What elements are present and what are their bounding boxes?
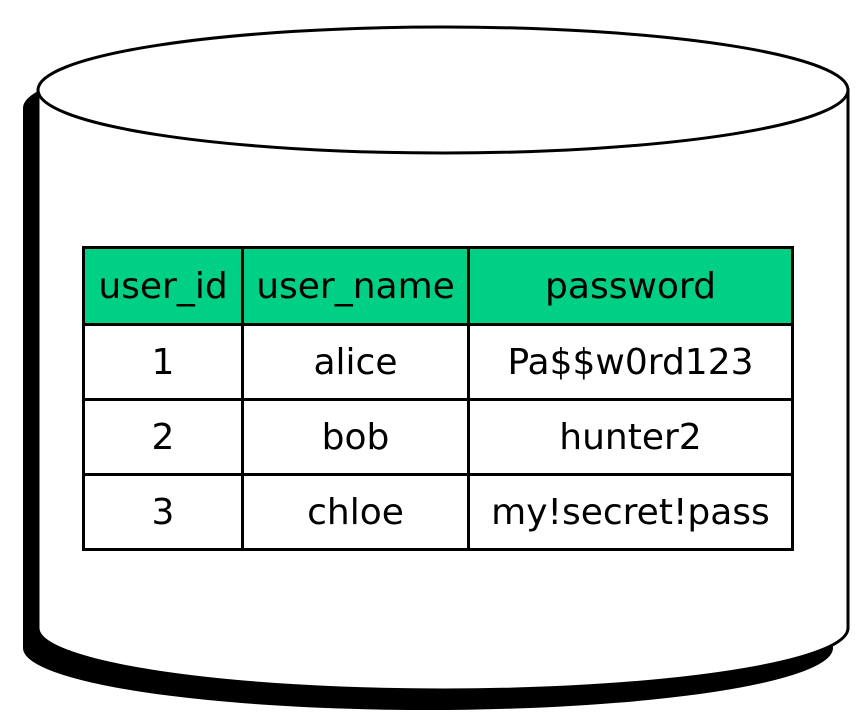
table-header-row: user_id user_name password xyxy=(82,246,794,326)
users-table: user_id user_name password 1 alice Pa$$w… xyxy=(82,246,794,551)
cell-password: Pa$$w0rd123 xyxy=(467,323,794,401)
column-header-user-id: user_id xyxy=(82,246,244,326)
cell-user-name: bob xyxy=(241,398,470,476)
cell-user-id: 3 xyxy=(82,473,244,551)
cell-password: hunter2 xyxy=(467,398,794,476)
column-header-user-name: user_name xyxy=(241,246,470,326)
column-header-password: password xyxy=(467,246,794,326)
cell-password: my!secret!pass xyxy=(467,473,794,551)
cell-user-id: 2 xyxy=(82,398,244,476)
table-row: 1 alice Pa$$w0rd123 xyxy=(82,323,794,401)
cylinder-top xyxy=(36,25,850,155)
cell-user-name: chloe xyxy=(241,473,470,551)
table-row: 3 chloe my!secret!pass xyxy=(82,473,794,551)
table-row: 2 bob hunter2 xyxy=(82,398,794,476)
cell-user-id: 1 xyxy=(82,323,244,401)
cell-user-name: alice xyxy=(241,323,470,401)
